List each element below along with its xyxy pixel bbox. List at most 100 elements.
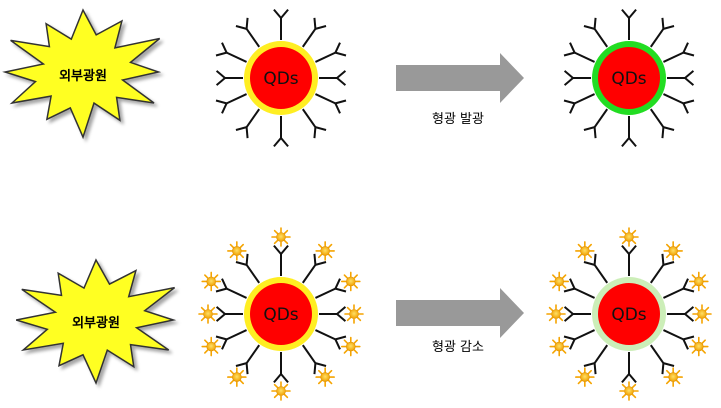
quencher-sun-icon <box>201 271 222 292</box>
ligand-branch <box>593 17 597 29</box>
row-1: 외부광원 QDs 형광 발광 QDs <box>2 8 695 148</box>
qd-label: QDs <box>263 69 298 89</box>
qd-label: QDs <box>611 305 646 325</box>
ligand-branch <box>563 70 574 79</box>
ligand-branch <box>684 306 695 315</box>
ligand-stem <box>649 108 665 128</box>
quencher-sun-icon <box>663 241 683 261</box>
ligand-branch <box>273 244 282 255</box>
ligand-stem <box>226 93 247 105</box>
ligand-stem <box>574 51 595 63</box>
ligand-branch <box>336 313 347 322</box>
ligand-branch <box>221 102 228 114</box>
ligand-branch <box>569 102 576 114</box>
ligand-branch <box>621 244 630 255</box>
ligand-branch <box>569 42 576 54</box>
ligand-branch <box>684 77 695 86</box>
ligand-stem <box>301 264 317 284</box>
ligand-branch <box>313 363 317 375</box>
quencher-sun-icon <box>688 271 709 292</box>
quantum-dot-before: QDs <box>215 8 347 148</box>
burst-shape <box>2 8 162 140</box>
ligand-branch <box>663 261 675 266</box>
ligand-stem <box>593 344 609 364</box>
ligand-branch <box>682 278 689 290</box>
ligand-stem <box>649 264 665 284</box>
qd-core <box>598 47 660 109</box>
ligand-branch <box>280 8 289 19</box>
ligand-branch <box>215 306 226 315</box>
ligand-branch <box>245 363 249 375</box>
ligand-branch <box>563 99 575 105</box>
ligand-branch <box>661 363 665 375</box>
quencher-sun-icon <box>663 367 683 387</box>
ligand-branch <box>661 253 665 265</box>
ligand-branch <box>315 261 327 266</box>
ligand-branch <box>215 77 226 86</box>
ligand-branch <box>215 313 226 322</box>
quencher-sun-icon <box>546 304 566 324</box>
qd-core <box>250 47 312 109</box>
ligand-branch <box>336 306 347 315</box>
ligand-stem <box>315 329 336 341</box>
ligand-branch <box>273 373 282 384</box>
ligand-branch <box>221 42 228 54</box>
ligand-stem <box>301 28 317 48</box>
ligand-stem <box>245 344 261 364</box>
ligand-branch <box>563 77 574 86</box>
quencher-sun-icon <box>198 304 218 324</box>
process-arrow: 형광 발광 <box>396 53 524 127</box>
arrow-shape <box>396 53 524 103</box>
ligand-stem <box>315 93 336 105</box>
quencher-sun-icon <box>344 304 364 324</box>
ligand-stem <box>226 287 247 299</box>
ligand-branch <box>682 338 689 350</box>
ligand-branch <box>563 287 575 293</box>
qd-label: QDs <box>263 305 298 325</box>
quencher-sun-icon <box>549 271 570 292</box>
ligand-stem <box>226 329 247 341</box>
ligand-branch <box>245 17 249 29</box>
ligand-branch <box>563 335 575 341</box>
ligand-branch <box>661 127 665 139</box>
ligand-branch <box>215 287 227 293</box>
quantum-dot-with-quenchers-before: QDs <box>198 227 364 401</box>
quencher-sun-icon <box>340 271 361 292</box>
ligand-branch <box>593 253 597 265</box>
ligand-stem <box>663 51 684 63</box>
qd-core <box>250 283 312 345</box>
ligand-branch <box>683 287 695 293</box>
ligand-branch <box>583 362 595 367</box>
ligand-branch <box>235 25 247 30</box>
ligand-branch <box>313 127 317 139</box>
ligand-branch <box>215 51 227 57</box>
ligand-branch <box>628 8 637 19</box>
ligand-branch <box>335 99 347 105</box>
ligand-stem <box>649 344 665 364</box>
ligand-stem <box>593 108 609 128</box>
ligand-branch <box>663 362 675 367</box>
ligand-branch <box>273 8 282 19</box>
ligand-branch <box>663 25 675 30</box>
ligand-stem <box>663 93 684 105</box>
quencher-sun-icon <box>688 336 709 357</box>
ligand-branch <box>335 51 347 57</box>
ligand-stem <box>574 287 595 299</box>
ligand-branch <box>334 278 341 290</box>
ligand-branch <box>235 362 247 367</box>
ligand-branch <box>682 102 689 114</box>
quencher-sun-icon <box>619 381 639 401</box>
arrow-label: 형광 감소 <box>432 340 484 355</box>
ligand-branch <box>280 373 289 384</box>
ligand-branch <box>280 244 289 255</box>
quencher-sun-icon <box>619 227 639 247</box>
ligand-stem <box>593 28 609 48</box>
ligand-branch <box>563 313 574 322</box>
ligand-branch <box>245 253 249 265</box>
ligand-stem <box>245 108 261 128</box>
quencher-sun-icon <box>227 241 247 261</box>
ligand-stem <box>315 287 336 299</box>
ligand-branch <box>235 261 247 266</box>
qd-core <box>598 283 660 345</box>
